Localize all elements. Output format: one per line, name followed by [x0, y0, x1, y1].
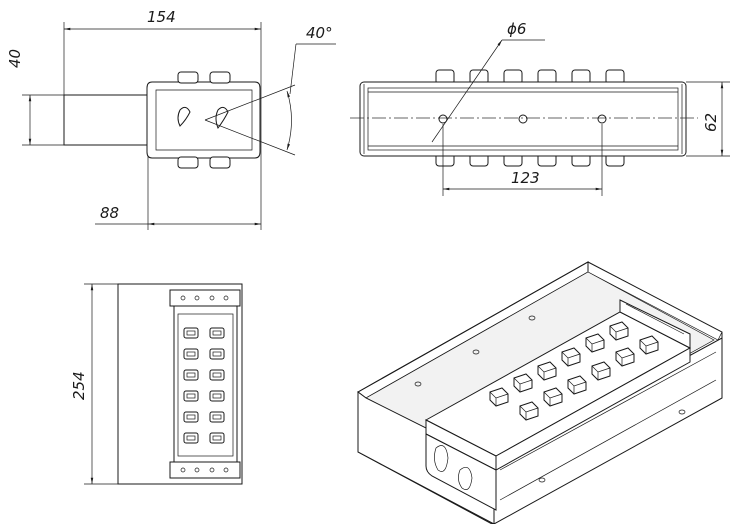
dim-overall-width: 154 — [147, 8, 176, 26]
dim-length: 254 — [70, 371, 88, 400]
dim-mount-width: 88 — [100, 204, 119, 222]
dim-depth: 62 — [702, 113, 720, 132]
iso-connector-grid — [489, 321, 659, 421]
dim-hole-spacing: 123 — [511, 169, 540, 187]
front-view: ϕ6 123 62 — [350, 20, 730, 196]
dim-height: 40 — [6, 49, 24, 68]
isometric-view — [357, 261, 723, 524]
top-view: 154 40 40° 88 — [6, 8, 336, 230]
side-view: 254 — [70, 283, 243, 485]
dim-angle: 40° — [306, 24, 333, 42]
connector-grid — [183, 327, 225, 444]
dim-hole-diameter: ϕ6 — [507, 20, 526, 38]
